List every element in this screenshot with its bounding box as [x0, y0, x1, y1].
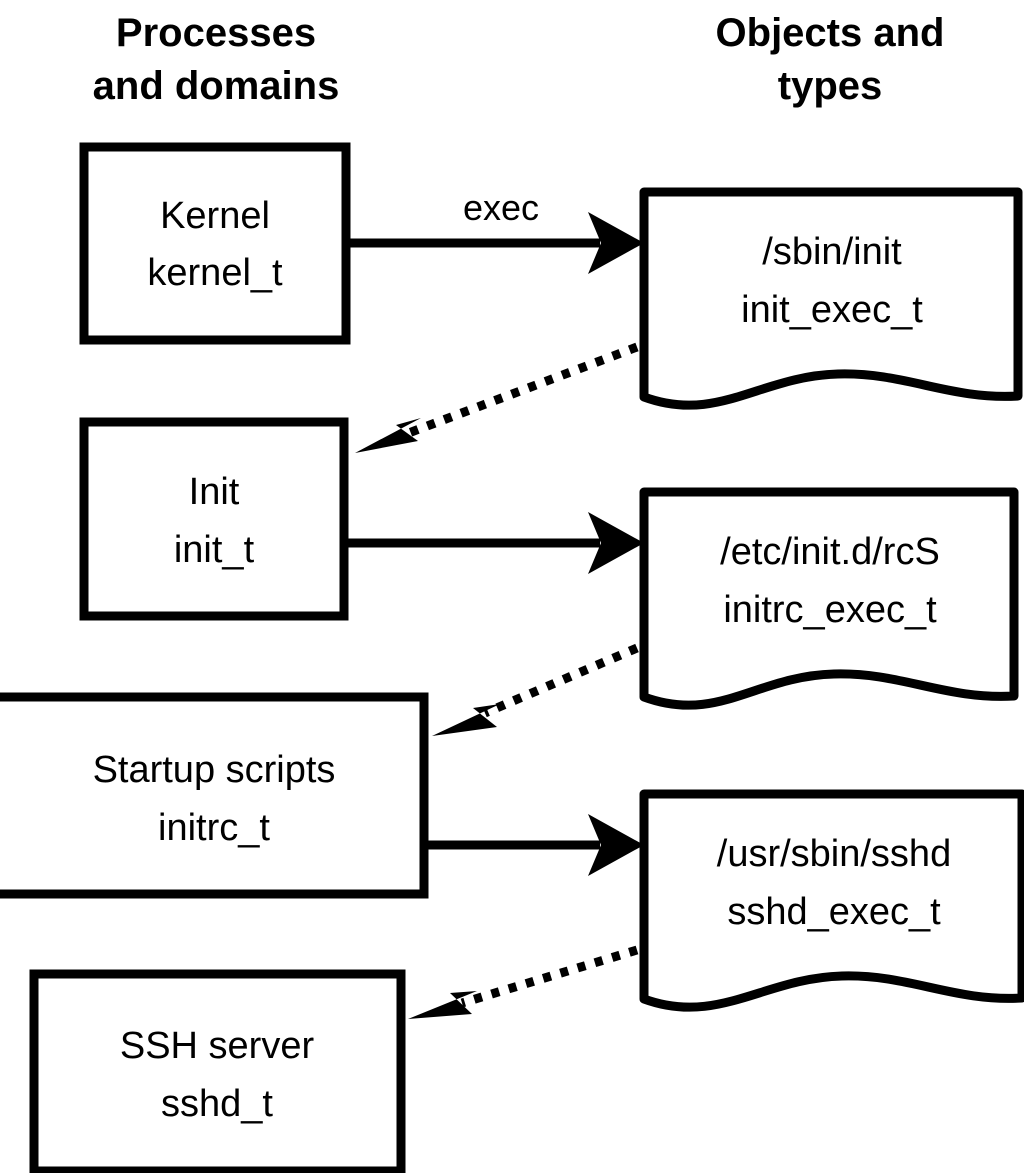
node-type: sshd_t — [161, 1083, 273, 1125]
edge-label-exec: exec — [463, 187, 539, 228]
edge-initrc_exec-transition-initrc — [432, 643, 639, 736]
column-header-objects-line2: types — [778, 64, 883, 108]
node-domain-init[interactable]: Init init_t — [79, 417, 349, 621]
edge-line — [460, 945, 639, 1008]
column-header-objects-line1: Objects and — [716, 11, 945, 55]
node-type: initrc_t — [158, 807, 270, 849]
node-type: kernel_t — [147, 252, 283, 294]
edge-line — [483, 643, 639, 718]
node-path: /usr/sbin/sshd — [717, 833, 951, 875]
node-box — [0, 692, 429, 899]
arrow-head-icon — [408, 991, 477, 1019]
arrow-head-icon — [588, 814, 644, 876]
column-header-processes: Processes and domains — [93, 11, 340, 108]
node-path: /etc/init.d/rcS — [720, 531, 940, 573]
document-shape — [639, 789, 1024, 1012]
arrow-head-icon — [432, 704, 500, 736]
node-path: /sbin/init — [762, 231, 902, 273]
node-type: init_exec_t — [741, 289, 923, 331]
node-type: sshd_exec_t — [727, 891, 941, 933]
node-title: SSH server — [120, 1025, 315, 1067]
node-object-initrc_exec[interactable]: /etc/init.d/rcS initrc_exec_t — [639, 487, 1019, 710]
node-title: Init — [189, 471, 240, 513]
edge-line — [404, 342, 639, 439]
edge-kernel-exec-init_exec: exec — [350, 187, 644, 274]
document-shape — [639, 487, 1019, 710]
node-domain-initrc[interactable]: Startup scripts initrc_t — [0, 692, 429, 899]
edge-sshd_exec-transition-sshd — [408, 945, 639, 1019]
edge-init_exec-transition-init — [355, 342, 639, 453]
edge-init-exec-initrc_exec — [348, 512, 644, 574]
arrow-head-icon — [355, 418, 421, 453]
node-title: Kernel — [160, 195, 270, 237]
column-header-processes-line1: Processes — [116, 11, 316, 55]
document-shape — [639, 187, 1023, 410]
node-domain-kernel[interactable]: Kernel kernel_t — [79, 142, 351, 345]
node-type: init_t — [174, 529, 255, 571]
column-header-objects: Objects and types — [716, 11, 945, 108]
node-box — [29, 969, 406, 1173]
arrow-head-icon — [588, 512, 644, 574]
node-object-init_exec[interactable]: /sbin/init init_exec_t — [639, 187, 1023, 410]
column-header-processes-line2: and domains — [93, 64, 340, 108]
edge-initrc-exec-sshd_exec — [428, 814, 644, 876]
node-title: Startup scripts — [93, 749, 336, 791]
arrow-head-icon — [588, 212, 644, 274]
node-box — [79, 142, 351, 345]
node-box — [79, 417, 349, 621]
node-object-sshd_exec[interactable]: /usr/sbin/sshd sshd_exec_t — [639, 789, 1024, 1012]
node-type: initrc_exec_t — [723, 589, 937, 631]
node-domain-sshd[interactable]: SSH server sshd_t — [29, 969, 406, 1173]
